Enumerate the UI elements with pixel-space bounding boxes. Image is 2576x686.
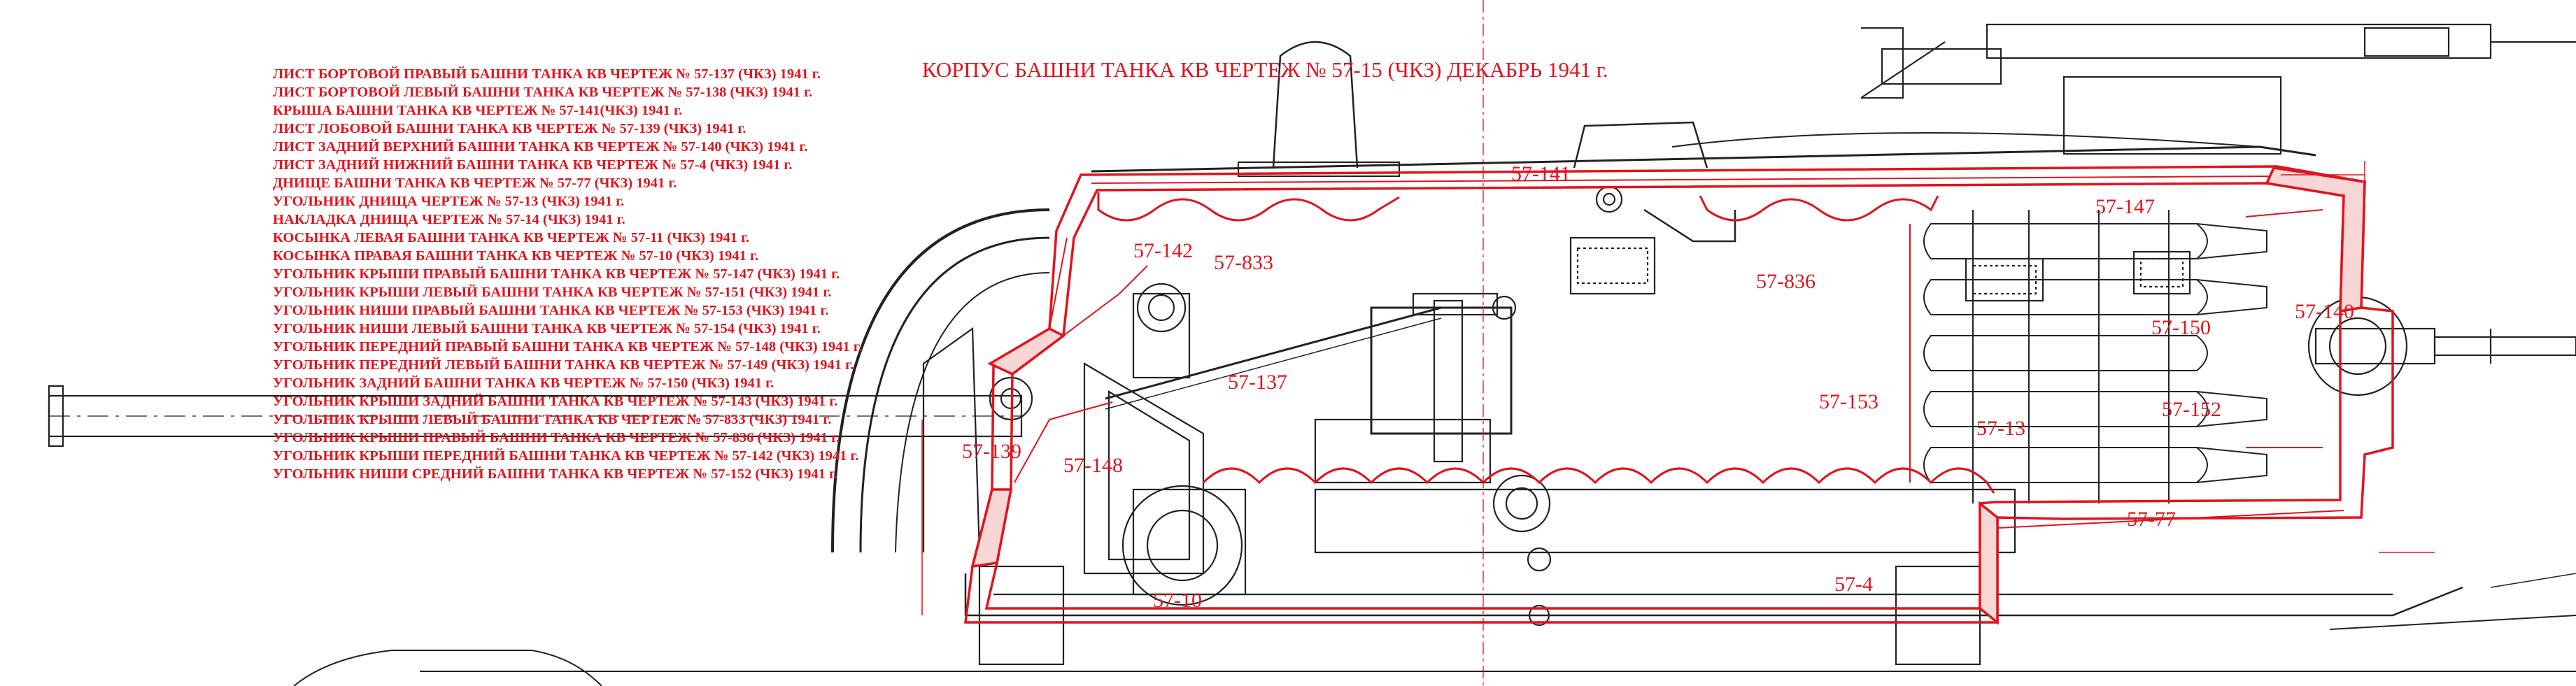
- legend-item: ЛИСТ ЛОБОВОЙ БАШНИ ТАНКА КВ ЧЕРТЕЖ № 57-…: [273, 120, 746, 136]
- legend-item: УГОЛЬНИК КРЫШИ ЛЕВЫЙ БАШНИ ТАНКА КВ ЧЕРТ…: [273, 411, 832, 427]
- part-label-57-152: 57-152: [2162, 398, 2221, 421]
- legend-item: УГОЛЬНИК КРЫШИ ЛЕВЫЙ БАШНИ ТАНКА КВ ЧЕРТ…: [273, 284, 832, 300]
- legend-item: УГОЛЬНИК КРЫШИ ПРАВЫЙ БАШНИ ТАНКА КВ ЧЕР…: [273, 266, 840, 282]
- legend-item: ЛИСТ ЗАДНИЙ НИЖНИЙ БАШНИ ТАНКА КВ ЧЕРТЕЖ…: [273, 157, 793, 173]
- legend-item: УГОЛЬНИК ПЕРЕДНИЙ ЛЕВЫЙ БАШНИ ТАНКА КВ Ч…: [273, 357, 854, 373]
- part-label-57-140: 57-140: [2295, 300, 2354, 323]
- drawing-title: КОРПУС БАШНИ ТАНКА КВ ЧЕРТЕЖ № 57-15 (ЧК…: [922, 57, 1608, 82]
- part-label-57-77: 57-77: [2127, 508, 2176, 531]
- part-label-57-148: 57-148: [1063, 454, 1123, 477]
- part-label-57-139: 57-139: [962, 440, 1021, 463]
- part-label-57-833: 57-833: [1214, 251, 1273, 274]
- legend-item: КОСЫНКА ЛЕВАЯ БАШНИ ТАНКА КВ ЧЕРТЕЖ № 57…: [273, 230, 749, 245]
- legend-item: НАКЛАДКА ДНИЩА ЧЕРТЕЖ № 57-14 (ЧКЗ) 1941…: [273, 212, 625, 227]
- part-label-57-137: 57-137: [1228, 371, 1287, 394]
- legend-item: ЛИСТ ЗАДНИЙ ВЕРХНИЙ БАШНИ ТАНКА КВ ЧЕРТЕ…: [273, 138, 807, 155]
- legend-item: УГОЛЬНИК НИШИ СРЕДНИЙ БАШНИ ТАНКА КВ ЧЕР…: [273, 466, 837, 482]
- legend-item: УГОЛЬНИК КРЫШИ ЗАДНИЙ БАШНИ ТАНКА КВ ЧЕР…: [273, 393, 837, 409]
- legend-item: УГОЛЬНИК НИШИ ЛЕВЫЙ БАШНИ ТАНКА КВ ЧЕРТЕ…: [273, 320, 821, 336]
- part-label-57-4: 57-4: [1834, 573, 1873, 596]
- legend-item: УГОЛЬНИК НИШИ ПРАВЫЙ БАШНИ ТАНКА КВ ЧЕРТ…: [273, 302, 829, 318]
- technical-drawing-linework: [48, 0, 2576, 686]
- turret-shell-outline: [921, 161, 2435, 625]
- part-label-57-150: 57-150: [2151, 316, 2211, 339]
- part-label-57-142: 57-142: [1133, 239, 1193, 262]
- legend-item: ЛИСТ БОРТОВОЙ ПРАВЫЙ БАШНИ ТАНКА КВ ЧЕРТ…: [273, 66, 821, 82]
- part-label-57-836: 57-836: [1756, 270, 1816, 293]
- legend-item: УГОЛЬНИК ПЕРЕДНИЙ ПРАВЫЙ БАШНИ ТАНКА КВ …: [273, 338, 862, 355]
- legend-item: ЛИСТ БОРТОВОЙ ЛЕВЫЙ БАШНИ ТАНКА КВ ЧЕРТЕ…: [273, 84, 812, 100]
- legend-item: УГОЛЬНИК КРЫШИ ПЕРЕДНИЙ БАШНИ ТАНКА КВ Ч…: [273, 448, 859, 464]
- part-label-57-13: 57-13: [1976, 417, 2025, 440]
- part-label-57-153: 57-153: [1819, 390, 1878, 413]
- part-label-57-141: 57-141: [1511, 162, 1571, 185]
- legend-item: УГОЛЬНИК ЗАДНИЙ БАШНИ ТАНКА КВ ЧЕРТЕЖ № …: [273, 375, 774, 391]
- part-label-57-147: 57-147: [2095, 195, 2155, 218]
- parts-legend: ЛИСТ БОРТОВОЙ ПРАВЫЙ БАШНИ ТАНКА КВ ЧЕРТ…: [273, 66, 862, 482]
- part-callouts: 57-141 57-142 57-833 57-836 57-147 57-13…: [962, 162, 2354, 612]
- legend-item: КРЫША БАШНИ ТАНКА КВ ЧЕРТЕЖ № 57-141(ЧКЗ…: [273, 103, 682, 118]
- legend-item: УГОЛЬНИК КРЫШИ ПРАВЫЙ БАШНИ ТАНКА КВ ЧЕР…: [273, 429, 840, 445]
- ammo-rack: [1923, 210, 2267, 503]
- legend-item: КОСЫНКА ПРАВАЯ БАШНИ ТАНКА КВ ЧЕРТЕЖ № 5…: [273, 248, 758, 264]
- part-label-57-10: 57-10: [1153, 589, 1202, 612]
- legend-item: ДНИЩЕ БАШНИ ТАНКА КВ ЧЕРТЕЖ № 57-77 (ЧКЗ…: [273, 176, 677, 191]
- legend-item: УГОЛЬНИК ДНИЩА ЧЕРТЕЖ № 57-13 (ЧКЗ) 1941…: [273, 194, 624, 209]
